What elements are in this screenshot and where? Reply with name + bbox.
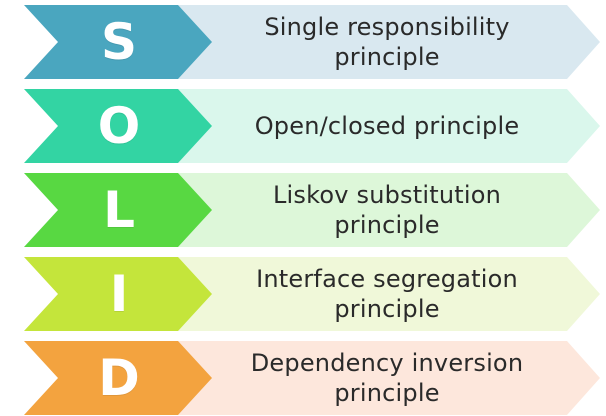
principle-row-l: L Liskov substitution principle bbox=[0, 173, 606, 247]
principle-banner bbox=[150, 89, 600, 163]
principle-letter: D bbox=[98, 349, 140, 407]
principle-letter: O bbox=[97, 97, 141, 155]
principle-row-i: I Interface segregation principle bbox=[0, 257, 606, 331]
principle-label-wrap: Open/closed principle bbox=[182, 89, 592, 163]
principle-label: Interface segregation principle bbox=[256, 265, 518, 323]
principle-label-wrap: Single responsibility principle bbox=[182, 5, 592, 79]
principle-label-wrap: Interface segregation principle bbox=[182, 257, 592, 331]
principle-row-s: S Single responsibility principle bbox=[0, 5, 606, 79]
principle-banner bbox=[150, 257, 600, 331]
principle-label: Dependency inversion principle bbox=[250, 349, 524, 407]
principle-letter: S bbox=[100, 13, 137, 71]
principle-row-d: D Dependency inversion principle bbox=[0, 341, 606, 415]
principle-letter: L bbox=[103, 181, 135, 239]
principle-letter: I bbox=[109, 265, 129, 323]
principle-row-o: O Open/closed principle bbox=[0, 89, 606, 163]
principle-label: Open/closed principle bbox=[254, 112, 520, 140]
principle-banner bbox=[150, 5, 600, 79]
principle-banner bbox=[150, 341, 600, 415]
principle-label: Liskov substitution principle bbox=[272, 181, 502, 239]
principle-banner bbox=[150, 173, 600, 247]
principle-label-wrap: Liskov substitution principle bbox=[182, 173, 592, 247]
principle-label: Single responsibility principle bbox=[264, 13, 510, 71]
principle-label-wrap: Dependency inversion principle bbox=[182, 341, 592, 415]
